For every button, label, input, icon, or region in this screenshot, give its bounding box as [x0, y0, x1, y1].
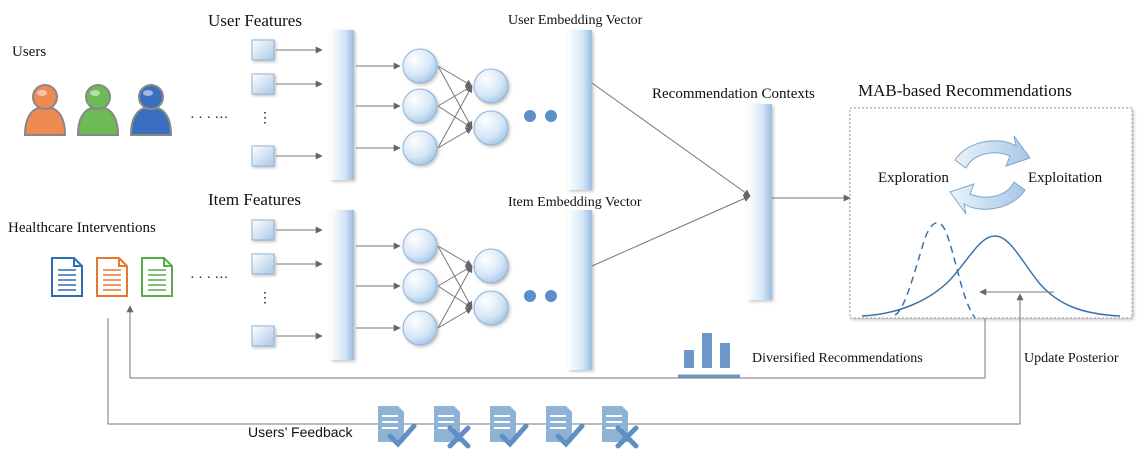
feature-box: [251, 219, 275, 241]
feature-box: [251, 73, 275, 95]
hidden-node: [402, 88, 438, 124]
item-feature-network: ⋮: [251, 210, 592, 370]
item-features-label: Item Features: [208, 190, 301, 209]
feedback-icons: [378, 406, 639, 449]
recommendation-contexts-label: Recommendation Contexts: [652, 86, 815, 102]
item-embedding-label: Item Embedding Vector: [508, 195, 642, 210]
document-check-icon: [490, 406, 529, 448]
diversified-recommendations-loop: [126, 305, 986, 379]
update-posterior-label: Update Posterior: [1024, 351, 1119, 366]
healthcare-interventions-label: Healthcare Interventions: [8, 220, 156, 236]
user-embedding-arrow: [591, 82, 751, 197]
exploration-label: Exploration: [878, 170, 949, 186]
users-ellipsis: · · · ···: [190, 111, 228, 126]
embedding-vector-bar: [568, 30, 592, 190]
item-embedding-arrow: [591, 195, 751, 267]
feature-box: [251, 39, 275, 61]
user-icon: [76, 84, 120, 136]
embedding-vector-bar: [568, 210, 592, 370]
hidden-node: [402, 48, 438, 84]
bar-chart-icon: [678, 333, 740, 378]
users-feedback-label: Users’ Feedback: [248, 424, 354, 440]
feature-input-bar: [330, 30, 354, 180]
hidden-node: [402, 268, 438, 304]
user-icon: [23, 84, 67, 136]
document-cross-icon: [602, 406, 639, 449]
ellipsis-dot: [524, 290, 536, 302]
user-icon: [129, 84, 173, 136]
hidden-node: [402, 130, 438, 166]
feature-box: [251, 145, 275, 167]
ellipsis-dot: [524, 110, 536, 122]
document-icons: [51, 257, 173, 297]
document-icon: [141, 257, 173, 297]
feature-box: [251, 325, 275, 347]
hidden-node: [473, 68, 509, 104]
cycle-arrow-bottom: [949, 181, 1026, 215]
document-check-icon: [546, 406, 585, 448]
mab-recommendations-label: MAB-based Recommendations: [858, 81, 1072, 100]
user-features-label: User Features: [208, 11, 302, 30]
document-check-icon: [378, 406, 417, 448]
document-cross-icon: [434, 406, 471, 449]
document-icon: [51, 257, 83, 297]
document-icon: [96, 257, 128, 297]
items-ellipsis: · · · ···: [190, 271, 228, 286]
feature-input-bar: [330, 210, 354, 360]
user-feature-network: ⋮: [251, 30, 592, 190]
ellipsis-dot: [545, 290, 557, 302]
users-label: Users: [12, 44, 46, 60]
recommendation-context-bar: [748, 104, 772, 300]
mab-box: [849, 107, 1133, 319]
hidden-node: [473, 110, 509, 146]
vertical-ellipsis: ⋮: [258, 111, 272, 126]
hidden-node: [473, 290, 509, 326]
hidden-node: [402, 228, 438, 264]
hidden-node: [402, 310, 438, 346]
feature-box: [251, 253, 275, 275]
user-embedding-label: User Embedding Vector: [508, 13, 643, 28]
hidden-node: [473, 248, 509, 284]
exploitation-label: Exploitation: [1028, 170, 1103, 186]
ellipsis-dot: [545, 110, 557, 122]
posterior-solid-curve: [861, 235, 1121, 317]
cycle-arrow-top: [954, 135, 1031, 169]
posterior-dashed-curve: [894, 222, 976, 319]
diversified-recommendations-label: Diversified Recommendations: [752, 351, 923, 366]
user-icons: [23, 84, 173, 136]
vertical-ellipsis: ⋮: [258, 291, 272, 306]
